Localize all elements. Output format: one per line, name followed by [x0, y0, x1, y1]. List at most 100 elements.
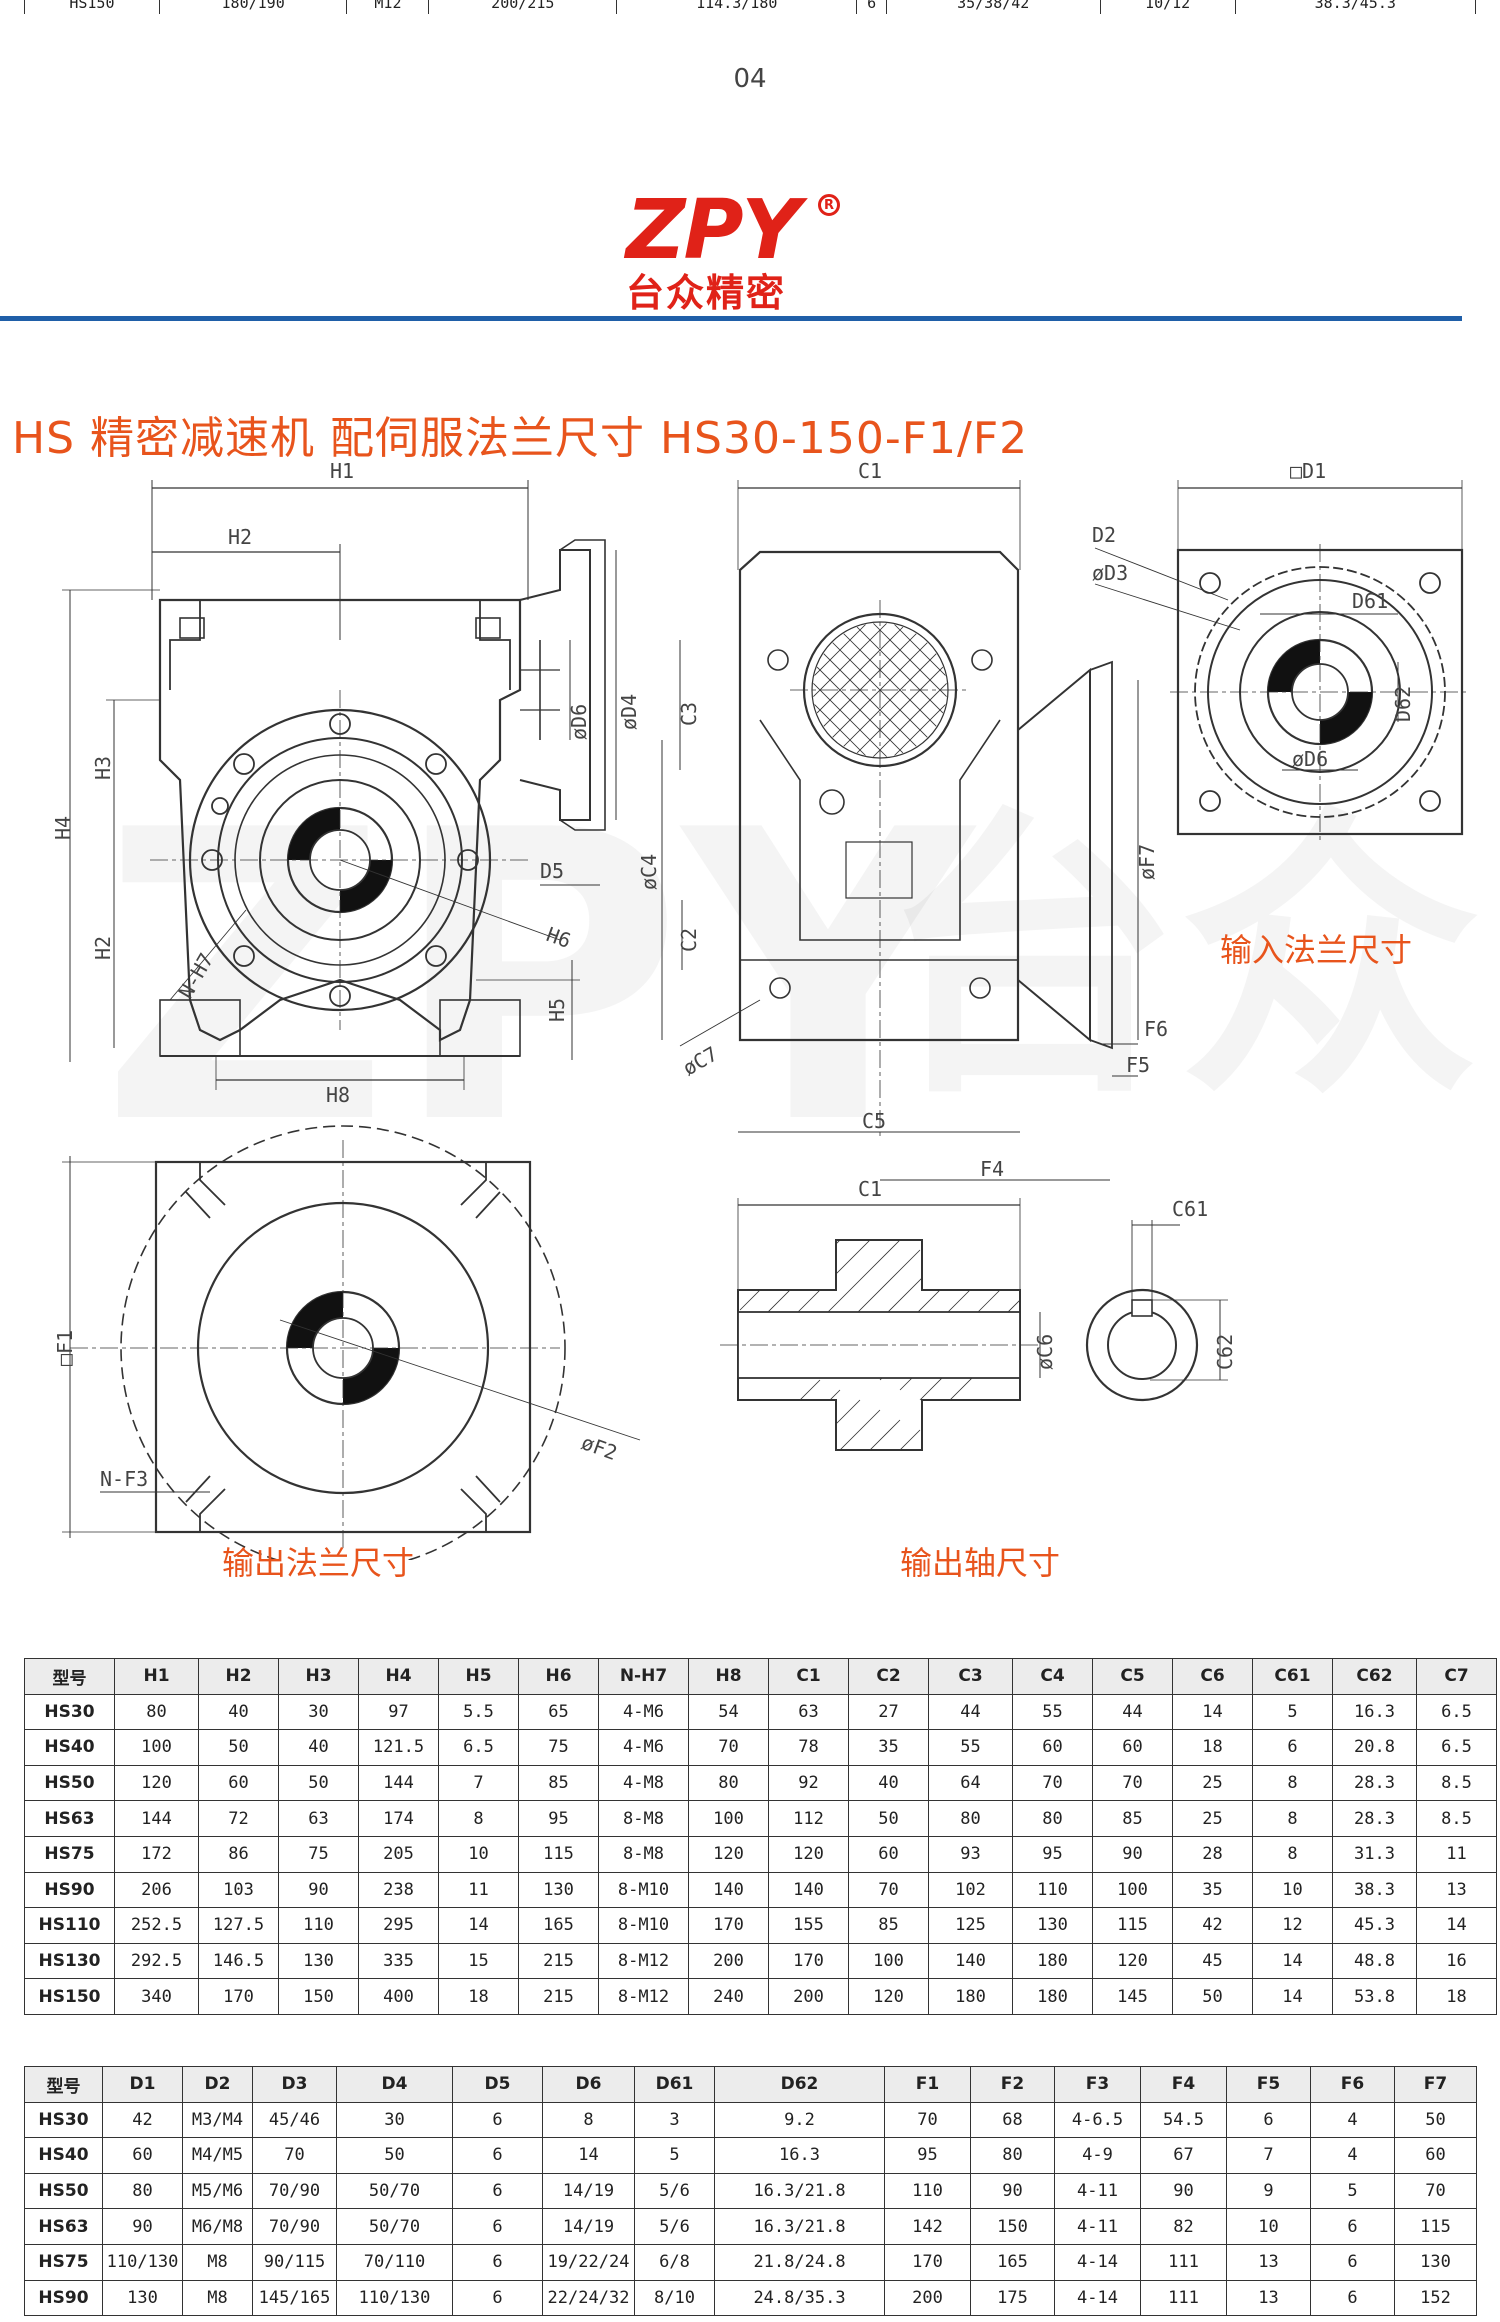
table-cell: 6: [452, 2101, 543, 2139]
registered-mark: R: [818, 194, 840, 216]
table-cell: 38.3: [1332, 1871, 1417, 1909]
table-cell: 127.5: [198, 1907, 279, 1944]
table-cell: 6: [1310, 2279, 1395, 2317]
table-cell: 28: [1172, 1835, 1253, 1873]
table-cell: 145: [1092, 1978, 1173, 2015]
label-C1b: C1: [858, 1177, 882, 1201]
table-cell: 340: [114, 1978, 199, 2015]
label-C61: C61: [1172, 1197, 1208, 1221]
logo-text: ZPY: [626, 183, 801, 278]
label-C7: øC7: [679, 1041, 722, 1080]
table-cell: 24.8/35.3: [714, 2279, 885, 2317]
model-cell: HS63: [24, 2208, 103, 2245]
table-cell: 4: [1310, 2101, 1395, 2139]
table-cell: 63: [768, 1693, 849, 1731]
side-view: [661, 480, 1139, 1181]
table-cell: 97: [358, 1693, 439, 1731]
table-cell: 11: [1416, 1835, 1497, 1873]
table-cell: M3/M4: [182, 2101, 253, 2139]
table-cell: 6: [452, 2172, 543, 2210]
caption-input-flange: 输入法兰尺寸: [1220, 931, 1413, 969]
table-cell: 90: [102, 2208, 183, 2245]
label-C5: C5: [862, 1109, 886, 1133]
column-header: H2: [198, 1658, 279, 1695]
table-cell: M6/M8: [182, 2208, 253, 2245]
label-D3: øD3: [1092, 561, 1128, 585]
table-cell: 4-14: [1054, 2243, 1141, 2281]
column-header: D5: [452, 2066, 543, 2103]
column-header: D3: [252, 2066, 337, 2103]
table-cell: 8: [542, 2101, 635, 2139]
table-cell: 55: [928, 1729, 1013, 1766]
fragment-cell: 35/38/42: [885, 0, 1101, 14]
caption-output-shaft: 输出轴尺寸: [900, 1544, 1061, 1582]
column-header: D61: [634, 2066, 715, 2103]
table-cell: 10: [1252, 1871, 1333, 1909]
table-cell: 70: [884, 2101, 971, 2139]
column-header: H3: [278, 1658, 359, 1695]
table-cell: 6: [452, 2243, 543, 2281]
label-F2: øF2: [578, 1430, 620, 1465]
label-F4: F4: [980, 1157, 1004, 1181]
column-header: D1: [102, 2066, 183, 2103]
table-cell: 85: [848, 1907, 929, 1944]
column-header: 型号: [24, 2066, 103, 2103]
table-cell: 150: [278, 1978, 359, 2015]
table-cell: 63: [278, 1800, 359, 1837]
table-cell: 90: [1140, 2172, 1227, 2210]
table-cell: 35: [848, 1729, 929, 1766]
table-cell: 165: [970, 2243, 1055, 2281]
label-F1: □F1: [53, 1330, 77, 1366]
label-H5: H5: [545, 998, 569, 1022]
fragment-cell: 6: [856, 0, 887, 14]
table-cell: 4-M6: [598, 1729, 689, 1766]
table-cell: 70/90: [252, 2172, 337, 2210]
table-cell: 170: [688, 1907, 769, 1944]
table-cell: 100: [114, 1729, 199, 1766]
model-cell: HS150: [24, 1978, 115, 2015]
column-header: F4: [1140, 2066, 1227, 2103]
label-D6b: øD6: [1292, 747, 1328, 771]
table-cell: 120: [114, 1764, 199, 1802]
label-D4: øD4: [617, 694, 641, 730]
table-cell: 145/165: [252, 2279, 337, 2317]
table-cell: 50: [198, 1729, 279, 1766]
table-cell: 14/19: [542, 2172, 635, 2210]
table-cell: 92: [768, 1764, 849, 1802]
table-cell: 60: [198, 1764, 279, 1802]
table-cell: 28.3: [1332, 1764, 1417, 1802]
brand-name: 台众精密: [626, 271, 787, 315]
table-cell: 85: [518, 1764, 599, 1802]
table-cell: 7: [438, 1764, 519, 1802]
table-cell: 31.3: [1332, 1835, 1417, 1873]
label-D1: □D1: [1290, 459, 1326, 483]
table-cell: 6: [452, 2279, 543, 2317]
fragment-cell: M12: [346, 0, 430, 14]
table-cell: 5.5: [438, 1693, 519, 1731]
table-cell: 8-M12: [598, 1942, 689, 1980]
table-cell: 16.3/21.8: [714, 2208, 885, 2245]
table-cell: 48.8: [1332, 1942, 1417, 1980]
table-cell: 5: [1310, 2172, 1395, 2210]
table-cell: 95: [884, 2137, 971, 2174]
table-cell: 5: [1252, 1693, 1333, 1731]
table-cell: M8: [182, 2279, 253, 2317]
column-header: H5: [438, 1658, 519, 1695]
table-cell: 15: [438, 1942, 519, 1980]
table-cell: M4/M5: [182, 2137, 253, 2174]
table-cell: 12: [1252, 1907, 1333, 1944]
table-cell: 155: [768, 1907, 849, 1944]
table-cell: 82: [1140, 2208, 1227, 2245]
table-cell: 4: [1310, 2137, 1395, 2174]
table-cell: 72: [198, 1800, 279, 1837]
table-cell: 18: [1416, 1978, 1497, 2015]
table-cell: 45.3: [1332, 1907, 1417, 1944]
table-cell: 400: [358, 1978, 439, 2015]
table-cell: 144: [358, 1764, 439, 1802]
table-cell: 9.2: [714, 2101, 885, 2139]
